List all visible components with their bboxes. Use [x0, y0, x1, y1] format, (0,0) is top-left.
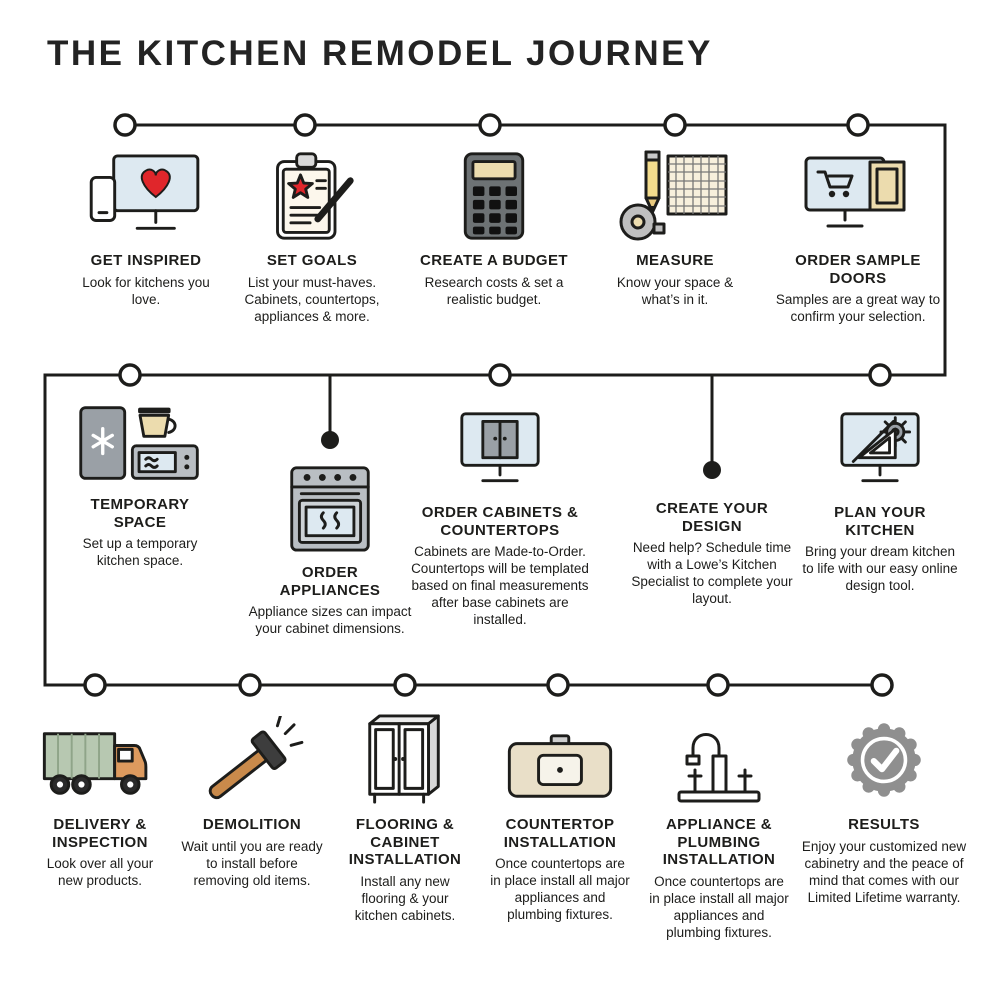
- step-order-cabinets-countertops: ORDER CABINETS & COUNTERTOPS Cabinets ar…: [407, 408, 593, 628]
- page-title: THE KITCHEN REMODEL JOURNEY: [47, 34, 713, 73]
- monitor-cart-door-icon: [802, 150, 914, 242]
- step-title: FLOORING & CABINET INSTALLATION: [348, 816, 462, 869]
- step-title: APPLIANCE & PLUMBING INSTALLATION: [662, 816, 776, 869]
- monitor-cabinet-icon: [448, 408, 552, 494]
- faucet-icon: [665, 710, 773, 806]
- step-title: RESULTS: [848, 816, 920, 833]
- step-get-inspired: GET INSPIRED Look for kitchens you love.: [61, 150, 231, 308]
- step-create-a-budget: CREATE A BUDGET Research costs & set a r…: [405, 150, 583, 308]
- step-flooring-cabinet-installation: FLOORING & CABINET INSTALLATION Install …: [322, 710, 488, 924]
- cabinet-icon: [359, 710, 451, 806]
- step-countertop-installation: COUNTERTOP INSTALLATION Once countertops…: [477, 710, 643, 923]
- step-title: TEMPORARY SPACE: [90, 496, 190, 531]
- step-desc: Once countertops are in place install al…: [490, 856, 630, 923]
- step-desc: Once countertops are in place install al…: [649, 874, 789, 941]
- step-title: ORDER SAMPLE DOORS: [795, 252, 921, 287]
- step-desc: Wait until you are ready to install befo…: [181, 838, 323, 888]
- step-desc: Enjoy your customized new cabinetry and …: [801, 838, 967, 905]
- step-title: GET INSPIRED: [90, 252, 202, 269]
- clipboard-star-pen-icon: [260, 150, 364, 242]
- step-demolition: DEMOLITION Wait until you are ready to i…: [169, 710, 335, 889]
- step-title: CREATE A BUDGET: [420, 252, 568, 269]
- milestone-dots: [321, 431, 721, 479]
- step-order-sample-doors: ORDER SAMPLE DOORS Samples are a great w…: [769, 150, 947, 325]
- tape-measure-pencil-grid-icon: [618, 150, 732, 242]
- step-title: COUNTERTOP INSTALLATION: [503, 816, 617, 851]
- step-order-appliances: ORDER APPLIANCES Appliance sizes can imp…: [240, 462, 420, 637]
- step-title: SET GOALS: [266, 252, 358, 269]
- step-title: PLAN YOUR KITCHEN: [834, 504, 926, 539]
- step-desc: Appliance sizes can impact your cabinet …: [248, 604, 412, 637]
- step-create-your-design: CREATE YOUR DESIGN Need help? Schedule t…: [618, 500, 806, 607]
- delivery-truck-icon: [39, 710, 161, 806]
- warranty-badge-check-icon: [838, 710, 930, 806]
- step-title: MEASURE: [636, 252, 714, 269]
- calculator-icon: [458, 150, 530, 242]
- step-desc: Set up a temporary kitchen space.: [82, 536, 198, 569]
- step-set-goals: SET GOALS List your must-haves. Cabinets…: [227, 150, 397, 325]
- step-title: ORDER APPLIANCES: [279, 564, 381, 599]
- milestone-circles: [83, 113, 894, 697]
- monitor-heart-phone-icon: [87, 150, 205, 242]
- step-appliance-plumbing-installation: APPLIANCE & PLUMBING INSTALLATION Once c…: [635, 710, 803, 941]
- step-results: RESULTS Enjoy your customized new cabine…: [797, 710, 971, 906]
- step-title: ORDER CABINETS & COUNTERTOPS: [421, 504, 579, 539]
- step-desc: Research costs & set a realistic budget.: [424, 274, 564, 307]
- step-desc: Need help? Schedule time with a Lowe’s K…: [631, 540, 793, 607]
- step-measure: MEASURE Know your space & what’s in it.: [586, 150, 764, 308]
- step-plan-your-kitchen: PLAN YOUR KITCHEN Bring your dream kitch…: [790, 408, 970, 594]
- step-desc: Know your space & what’s in it.: [616, 274, 734, 307]
- step-desc: Install any new flooring & your kitchen …: [354, 874, 456, 924]
- step-desc: Cabinets are Made-to-Order. Countertops …: [411, 544, 589, 628]
- step-desc: Bring your dream kitchen to life with ou…: [802, 544, 958, 594]
- fridge-coffee-microwave-icon: [74, 398, 206, 486]
- sledgehammer-icon: [196, 710, 308, 806]
- step-desc: Look over all your new products.: [46, 856, 154, 889]
- step-title: CREATE YOUR DESIGN: [655, 500, 769, 535]
- step-title: DELIVERY & INSPECTION: [52, 816, 148, 851]
- step-temporary-space: TEMPORARY SPACE Set up a temporary kitch…: [40, 398, 240, 569]
- range-stove-icon: [286, 462, 374, 554]
- step-delivery-inspection: DELIVERY & INSPECTION Look over all your…: [17, 710, 183, 889]
- step-desc: List your must-haves. Cabinets, countert…: [244, 274, 380, 324]
- countertop-sink-icon: [504, 710, 616, 806]
- step-title: DEMOLITION: [202, 816, 302, 833]
- monitor-ruler-gear-icon: [828, 408, 932, 494]
- step-desc: Samples are a great way to confirm your …: [775, 292, 941, 325]
- step-desc: Look for kitchens you love.: [82, 274, 210, 307]
